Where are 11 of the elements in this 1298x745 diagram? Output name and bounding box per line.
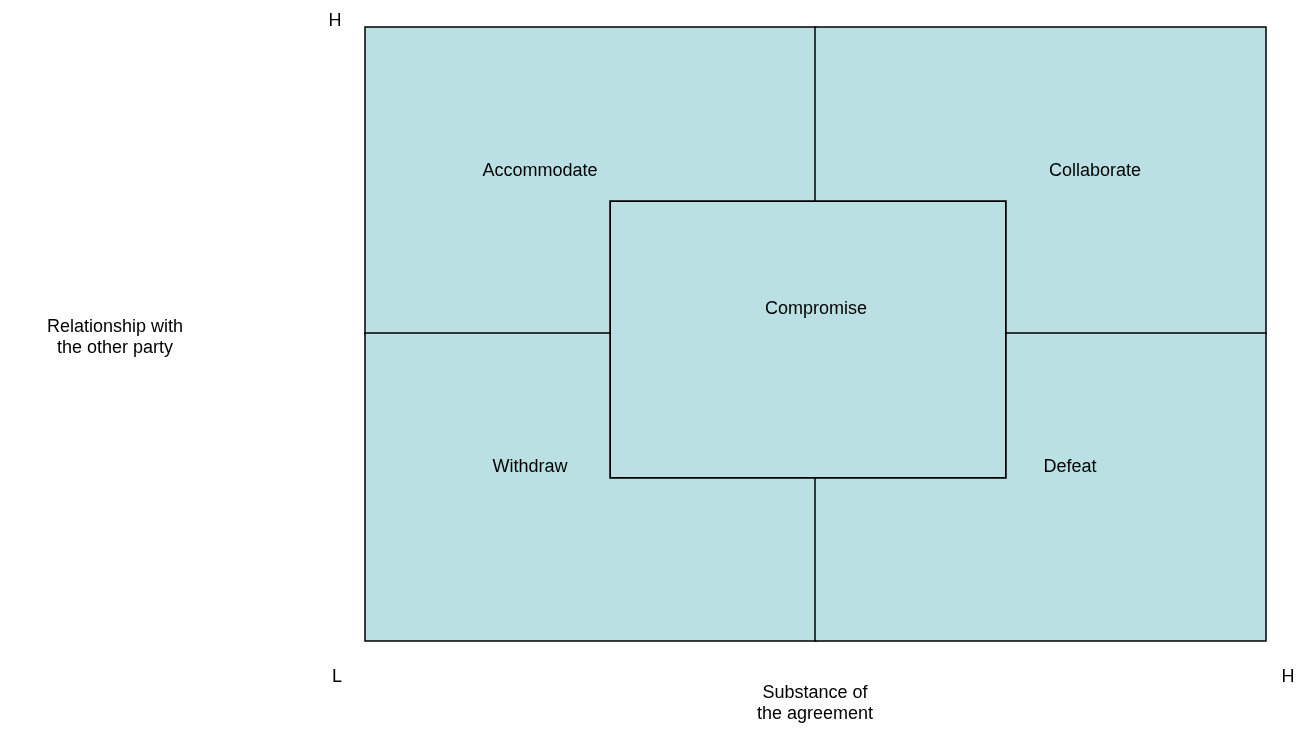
quadrant-label: Compromise bbox=[765, 297, 867, 319]
quadrant-label: Accommodate bbox=[482, 159, 598, 181]
axis-end-label: H bbox=[1281, 665, 1295, 687]
quadrant-label: Defeat bbox=[1043, 455, 1097, 477]
axis-end-label: L bbox=[332, 665, 342, 687]
axis-title: Relationship with the other party bbox=[45, 316, 185, 358]
axis-end-label: H bbox=[328, 9, 342, 31]
quadrant-label: Withdraw bbox=[492, 455, 568, 477]
center-box bbox=[610, 201, 1006, 478]
axis-title: Substance of the agreement bbox=[755, 682, 875, 724]
quadrant-label: Collaborate bbox=[1048, 159, 1142, 181]
